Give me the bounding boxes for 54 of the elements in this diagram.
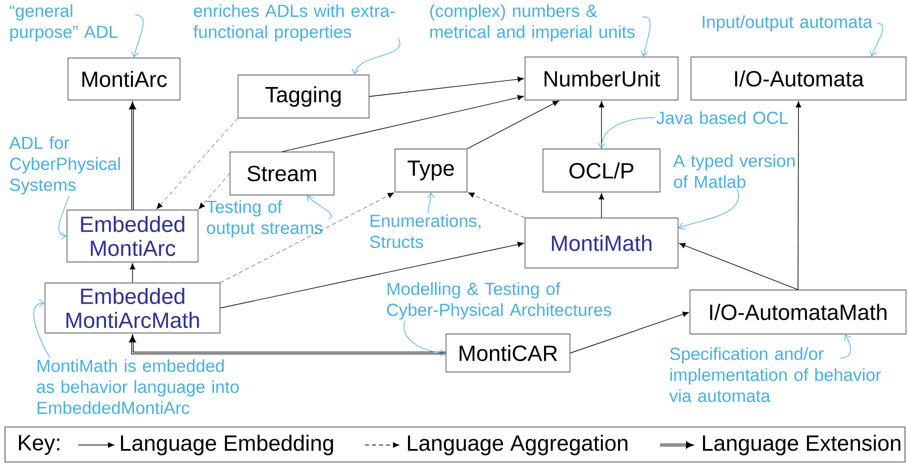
annotation-text: Java based OCL — [656, 111, 788, 124]
arrow — [598, 193, 604, 218]
arrow — [468, 192, 525, 218]
arrow — [198, 173, 230, 210]
leader-line — [404, 320, 446, 357]
arrow — [129, 102, 136, 210]
leader-line — [307, 195, 332, 220]
arrow — [570, 312, 689, 354]
language-box: Tagging — [238, 74, 370, 118]
language-box: Type — [394, 148, 468, 192]
annotation-text: A typed version of Matlab — [673, 154, 795, 188]
annotation-text: Input/output automata — [702, 15, 872, 32]
arrow — [598, 101, 604, 149]
leader-line — [33, 299, 50, 358]
leader-line — [427, 192, 435, 214]
arrow — [679, 242, 798, 290]
language-box: MontiCAR — [446, 334, 570, 372]
arrow — [282, 94, 524, 152]
arrow — [220, 242, 524, 308]
legend-text: Language Embedding — [121, 434, 334, 456]
leader-line — [678, 188, 739, 230]
leader-line — [598, 117, 656, 149]
language-box: I/O-AutomataMath — [690, 290, 906, 334]
arrow — [220, 192, 394, 283]
annotation-text: Enumerations, Structs — [370, 214, 480, 248]
language-box: MontiArc — [68, 58, 180, 100]
arrow — [156, 118, 238, 210]
language-box: I/O-Automata — [690, 56, 906, 100]
legend-title: Key: — [19, 435, 60, 455]
leader-line — [870, 23, 884, 57]
annotation-text: Testing of output streams — [206, 200, 322, 238]
legend-text: Language Extension — [703, 434, 900, 456]
arrow — [467, 100, 559, 149]
leader-line — [58, 195, 70, 240]
language-box: MontiMath — [524, 218, 678, 268]
language-box: Embedded MontiArc — [66, 210, 198, 262]
annotation-text: ADL for CyberPhysical Systems — [9, 136, 120, 194]
leader-line — [840, 334, 852, 358]
arrow — [129, 336, 446, 354]
language-box: OCL/P — [542, 148, 660, 192]
annotation-text: (complex) numbers & metrical and imperial units — [430, 4, 635, 42]
annotation-text: enriches ADLs with extra-functional properties — [193, 4, 395, 42]
legend-text: Language Aggregation — [408, 434, 628, 456]
arrow — [796, 101, 802, 290]
language-box: NumberUnit — [524, 56, 678, 100]
annotation-text: MontiMath is embedded as behavior language into EmbeddedMontiArc — [36, 359, 239, 414]
arrow — [130, 263, 136, 283]
leader-line — [640, 16, 650, 57]
annotation-text: Specification and/or implementation of behavior via automata — [669, 347, 881, 402]
annotation-text: “general purpose” ADL — [10, 4, 118, 42]
arrow — [369, 76, 524, 97]
language-box: Embedded MontiArcMath — [44, 282, 220, 334]
annotation-text: Modelling & Testing of Cyber-Physical Architectures — [387, 282, 612, 320]
language-box: Stream — [230, 152, 334, 196]
